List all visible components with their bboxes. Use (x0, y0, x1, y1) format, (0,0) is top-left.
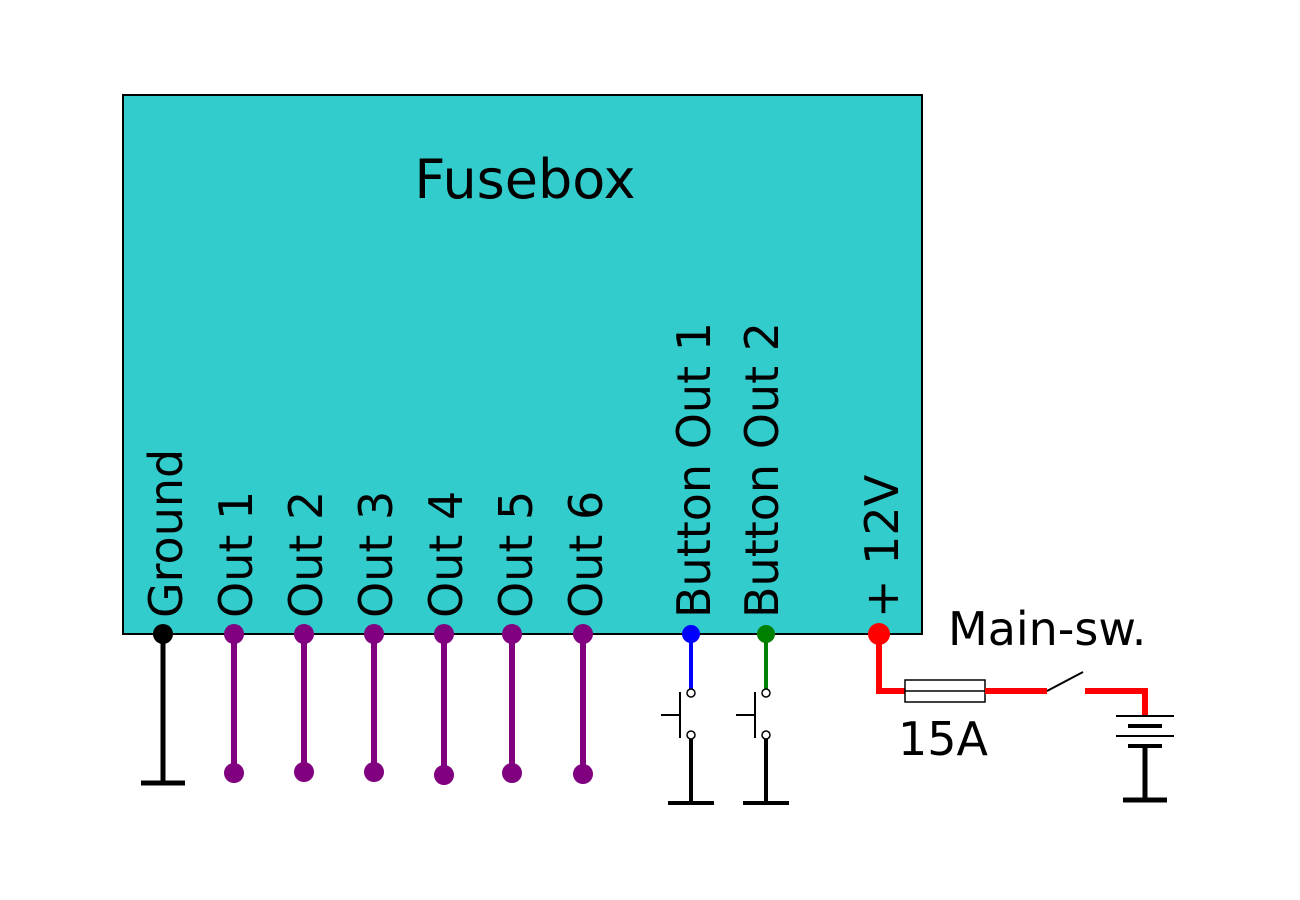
pin-label-ground: Ground (139, 449, 193, 618)
output-wire-3 (364, 624, 384, 782)
fusebox-body (122, 94, 923, 635)
fuse-label: 15A (898, 712, 989, 766)
pin-label-button-out-2: Button Out 2 (735, 322, 789, 618)
pin-label-out-3: Out 3 (349, 491, 403, 618)
pin-label-out-5: Out 5 (489, 491, 543, 618)
pin-label-button-out-1: Button Out 1 (667, 322, 721, 618)
ground-wire (141, 624, 185, 786)
output-wire-5 (502, 624, 522, 783)
pin-label-out-4: Out 4 (419, 491, 473, 618)
pin-label-out-6: Out 6 (559, 491, 613, 618)
output-wire-1 (224, 624, 244, 783)
pin-label-out-1: Out 1 (209, 491, 263, 618)
main-switch-symbol (1046, 671, 1084, 692)
supply-circuit (868, 623, 1174, 803)
button-2-circuit (736, 625, 789, 805)
output-wire-6 (573, 624, 593, 784)
battery-symbol (1116, 715, 1174, 803)
pin-label-supply-12v: + 12V (855, 474, 909, 618)
pin-label-out-2: Out 2 (279, 491, 333, 618)
fusebox-title: Fusebox (414, 148, 635, 211)
output-wire-4 (434, 624, 454, 785)
main-switch-label: Main-sw. (948, 602, 1146, 656)
output-wire-2 (294, 624, 314, 782)
button-1-circuit (661, 625, 714, 805)
